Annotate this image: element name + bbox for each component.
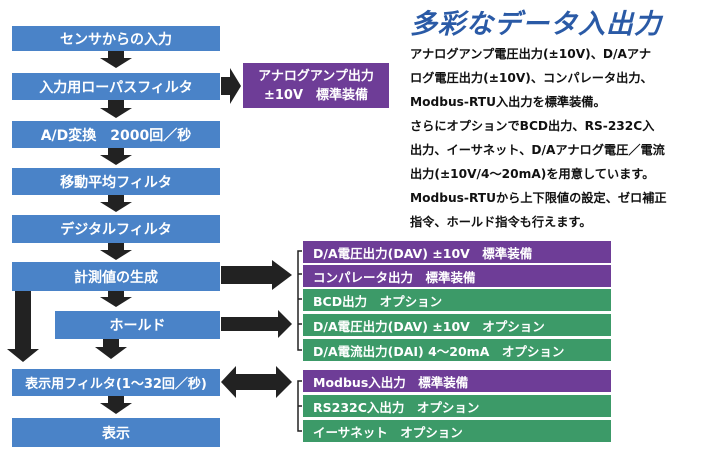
output-bracket bbox=[297, 250, 302, 351]
flow-digital-filter: デジタルフィルタ bbox=[12, 215, 220, 243]
down-arrow bbox=[100, 100, 132, 118]
description-line: 指令、ホールド指令も行えます。 bbox=[410, 215, 592, 229]
right-arrow bbox=[221, 68, 241, 104]
down-arrow bbox=[100, 51, 132, 68]
down-arrow bbox=[100, 195, 132, 212]
description-text: アナログアンプ電圧出力(±10V)、D/Aアナ ログ電圧出力(±10V)、コンパ… bbox=[410, 42, 710, 234]
page-title: 多彩なデータ入出力 bbox=[410, 9, 662, 40]
flow-measurement: 計測値の生成 bbox=[12, 262, 220, 291]
right-arrow bbox=[221, 310, 292, 338]
flow-display: 表示 bbox=[12, 418, 220, 447]
flow-sensor-input: センサからの入力 bbox=[12, 26, 220, 51]
bidirectional-arrow bbox=[221, 366, 292, 398]
right-arrow bbox=[221, 260, 292, 290]
flow-moving-average: 移動平均フィルタ bbox=[12, 168, 220, 195]
down-arrow bbox=[100, 243, 132, 260]
flow-hold: ホールド bbox=[55, 311, 220, 339]
output-item: D/A電圧出力(DAV) ±10V 標準装備 bbox=[303, 241, 611, 263]
flow-display-filter: 表示用フィルタ(1〜32回／秒) bbox=[12, 369, 220, 396]
comms-item: Modbus入出力 標準装備 bbox=[303, 370, 611, 392]
down-arrow bbox=[100, 291, 132, 307]
comms-item: イーサネット オプション bbox=[303, 420, 611, 442]
description-line: Modbus-RTU入出力を標準装備。 bbox=[410, 95, 606, 109]
down-arrow bbox=[100, 148, 132, 165]
comms-item: RS232C入出力 オプション bbox=[303, 395, 611, 417]
output-item: コンパレータ出力 標準装備 bbox=[303, 265, 611, 287]
bypass-arrow bbox=[7, 291, 39, 362]
description-line: Modbus-RTUから上下限値の設定、ゼロ補正 bbox=[410, 191, 667, 205]
description-line: さらにオプションでBCD出力、RS-232C入 bbox=[410, 119, 655, 133]
analog-amp-spec: ±10V 標準装備 bbox=[263, 87, 369, 103]
flow-ad-conversion: A/D変換 2000回／秒 bbox=[12, 121, 220, 148]
description-line: ログ電圧出力(±10V)、コンパレータ出力、 bbox=[410, 71, 653, 85]
flow-lowpass-filter: 入力用ローパスフィルタ bbox=[12, 73, 220, 100]
output-item: D/A電圧出力(DAV) ±10V オプション bbox=[303, 314, 611, 336]
output-item: D/A電流出力(DAI) 4〜20mA オプション bbox=[303, 339, 611, 361]
description-line: 出力(±10V/4〜20mA)を用意しています。 bbox=[410, 167, 655, 181]
down-arrow bbox=[95, 339, 127, 359]
down-arrow bbox=[100, 396, 132, 414]
analog-amp-output: アナログアンプ出力 ±10V 標準装備 bbox=[243, 63, 389, 108]
output-item: BCD出力 オプション bbox=[303, 289, 611, 311]
description-line: アナログアンプ電圧出力(±10V)、D/Aアナ bbox=[410, 47, 652, 61]
analog-amp-label: アナログアンプ出力 bbox=[258, 68, 374, 84]
description-line: 出力、イーサネット、D/Aアナログ電圧／電流 bbox=[410, 143, 665, 157]
